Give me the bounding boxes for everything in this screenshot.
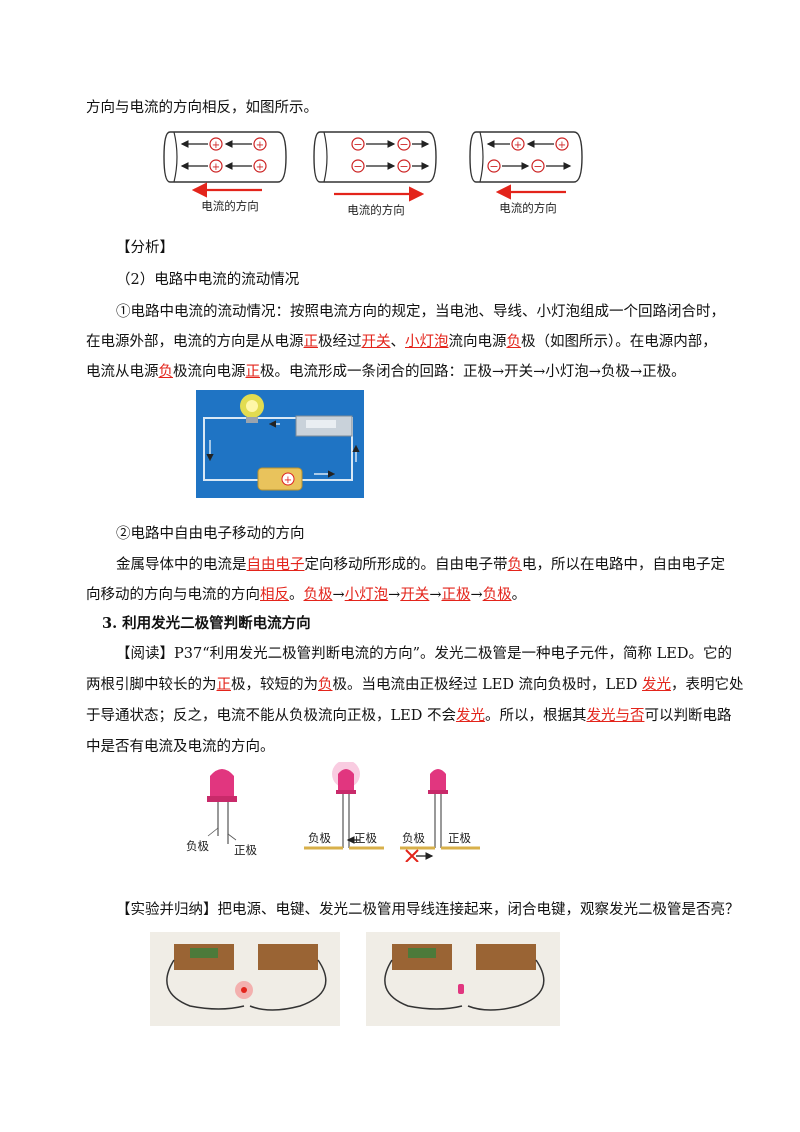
led-figure: 负极 正极 负极 正极 负极 正极 [186,762,480,862]
svg-text:+: + [514,140,522,151]
analysis-p1-line3: 电流从电源负极流向电源正极。电流形成一条闭合的回路：正极→开关→小灯泡→负极→正… [86,364,686,380]
led2-neg-label: 负极 [308,831,331,845]
svg-text:+: + [558,140,566,151]
svg-text:+: + [212,140,220,151]
reading-line4: 中是否有电流及电流的方向。 [86,739,275,755]
switch-icon [258,944,318,970]
led-3: 负极 正极 [400,769,480,862]
led1-neg-label: 负极 [186,839,209,853]
led-2: 负极 正极 [304,762,384,850]
tube-3: + + − − 电流的方向 [469,131,583,215]
tube-1: + + + + 电流的方向 [163,131,287,213]
svg-text:+: + [212,162,220,173]
led3-neg-label: 负极 [402,831,425,845]
intro-text: 方向与电流的方向相反，如图所示。 [86,100,318,116]
svg-text:+: + [284,475,292,486]
led-off-icon [458,984,464,994]
led2-pos-label: 正极 [354,831,377,845]
analysis-p2-line2: 向移动的方向与电流的方向相反。负极→小灯泡→开关→正极→负极。 [86,587,527,603]
svg-text:−: − [353,160,362,173]
svg-text:+: + [256,162,264,173]
caption-3: 电流的方向 [499,201,557,215]
led3-pos-label: 正极 [448,831,471,845]
tube-2: − − − − 电流的方向 [313,131,437,217]
caption-1: 电流的方向 [201,199,259,213]
switch-icon [476,944,536,970]
analysis-heading: 【分析】 [116,240,174,256]
svg-text:+: + [256,140,264,151]
analysis-p2-line1: 金属导体中的电流是自由电子定向移动所形成的。自由电子带负电，所以在电路中，自由电… [116,557,725,573]
section3-heading: 3. 利用发光二极管判断电流方向 [102,615,311,632]
reading-line1: 【阅读】P37“利用发光二极管判断电流的方向”。发光二极管是一种电子元件，简称 … [116,646,732,662]
experiment-photo-unlit [366,932,560,1026]
reading-line3: 于导通状态；反之，电流不能从负极流向正极，LED 不会发光。所以，根据其发光与否… [86,708,732,724]
svg-text:−: − [489,160,498,173]
circuit-figure: + [196,390,364,498]
reading-line2: 两根引脚中较长的为正极，较短的为负极。当电流由正极经过 LED 流向负极时，LE… [86,677,744,693]
caption-2: 电流的方向 [347,203,405,217]
svg-text:−: − [353,138,362,151]
analysis-p1-line2: 在电源外部，电流的方向是从电源正极经过开关、小灯泡流向电源负极（如图所示）。在电… [86,334,717,350]
analysis-subheading: （2）电路中电流的流动情况 [116,272,300,288]
current-direction-figure: + + + + 电流的方向 − − − − 电流的方向 + + − − [163,131,583,217]
led-1: 负极 正极 [186,769,257,857]
led1-pos-label: 正极 [234,843,257,857]
svg-text:−: − [533,160,542,173]
experiment-photo-lit [150,932,340,1026]
analysis-p2-title: ②电路中自由电子移动的方向 [116,526,305,542]
experiment-text: 【实验并归纳】把电源、电键、发光二极管用导线连接起来，闭合电键，观察发光二极管是… [116,902,740,918]
battery-icon [257,467,303,491]
analysis-p1-line1: ①电路中电流的流动情况：按照电流方向的规定，当电池、导线、小灯泡组成一个回路闭合… [116,304,725,320]
svg-text:−: − [399,160,408,173]
svg-text:−: − [399,138,408,151]
